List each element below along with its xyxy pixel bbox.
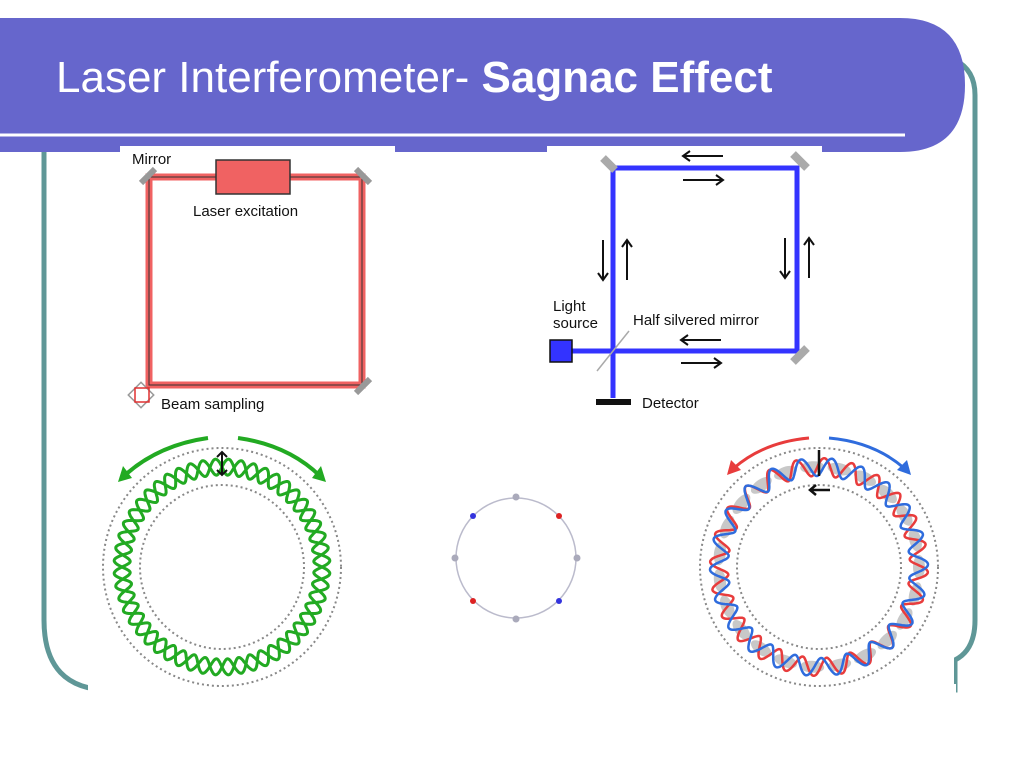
outer-dotted-ring xyxy=(102,447,342,687)
mirror-corner-top-right xyxy=(790,151,810,171)
half-silvered-mirror xyxy=(596,330,630,372)
light-source-line-1: Light xyxy=(553,298,586,315)
standing-wave-b xyxy=(112,457,332,677)
counter-propagating-wave-ring-diagram xyxy=(684,420,954,696)
light-source-line-2: source xyxy=(553,315,598,332)
detector-label: Detector xyxy=(642,395,699,412)
arrow-right-up xyxy=(803,236,815,278)
arrow-bottom-right xyxy=(681,357,723,369)
blue-arrowhead xyxy=(897,460,911,475)
mirror-top-right xyxy=(353,166,373,186)
sagnac-bg xyxy=(547,146,822,418)
observer-marker xyxy=(216,450,228,477)
ring-laser-diagram: Mirror Laser excitation Beam sampling xyxy=(120,146,395,416)
mirror-corner-bottom-right xyxy=(790,345,810,365)
dot-upper-left-blue xyxy=(470,513,476,519)
arrow-left-up xyxy=(621,238,633,280)
title-bar xyxy=(0,18,965,152)
mirror-top-left xyxy=(138,166,158,186)
green-arrowhead-right xyxy=(312,466,326,482)
title-regular: Laser Interferometer- xyxy=(56,53,482,102)
half-silvered-mirror-label: Half silvered mirror xyxy=(633,312,759,329)
beam-sampling-label: Beam sampling xyxy=(161,396,264,413)
direction-arrows xyxy=(597,150,815,369)
dot-top xyxy=(512,493,520,501)
blue-arc-arrow xyxy=(828,436,905,470)
light-source-box xyxy=(549,339,573,363)
slide-title: Laser Interferometer- Sagnac Effect xyxy=(56,52,772,104)
green-arrowhead-left xyxy=(118,466,132,482)
mirror-label: Mirror xyxy=(132,151,171,168)
arrow-top-right xyxy=(683,174,725,186)
beam-sampling-square xyxy=(134,387,150,403)
green-arc-arrow-left xyxy=(122,436,209,478)
dots-ring-bg xyxy=(360,420,682,696)
blue-beam-loop xyxy=(571,165,800,354)
arrow-bottom-left xyxy=(679,334,721,346)
arrow-right-down xyxy=(779,238,791,280)
inner-dotted-ring xyxy=(139,484,305,650)
arrow-left-down xyxy=(597,240,609,282)
blue-wave xyxy=(708,457,930,677)
dot-left xyxy=(451,554,459,562)
red-wave xyxy=(708,456,930,678)
red-arrowhead xyxy=(727,460,741,475)
red-arc-arrow xyxy=(733,436,810,470)
dot-bottom xyxy=(512,615,520,623)
dot-lower-right-blue xyxy=(556,598,562,604)
outer-dotted-ring xyxy=(699,447,939,687)
laser-excitation-block xyxy=(215,159,291,195)
rotation-arrow xyxy=(808,484,830,496)
mirror-bottom-right xyxy=(353,376,373,396)
arrow-top-left xyxy=(681,150,723,162)
title-bold: Sagnac Effect xyxy=(481,53,773,102)
laser-excitation-label: Laser excitation xyxy=(193,203,298,220)
inner-dotted-ring xyxy=(736,484,902,650)
dot-lower-left-red xyxy=(470,598,476,604)
dot-right xyxy=(573,554,581,562)
green-arc-arrow-right xyxy=(237,436,322,478)
standing-wave-ring-diagram xyxy=(88,420,358,696)
dot-upper-right-red xyxy=(556,513,562,519)
mirror-corner-top-left xyxy=(600,155,618,173)
teal-frame-border xyxy=(41,57,978,693)
rotating-ring-dots-diagram xyxy=(360,420,682,696)
